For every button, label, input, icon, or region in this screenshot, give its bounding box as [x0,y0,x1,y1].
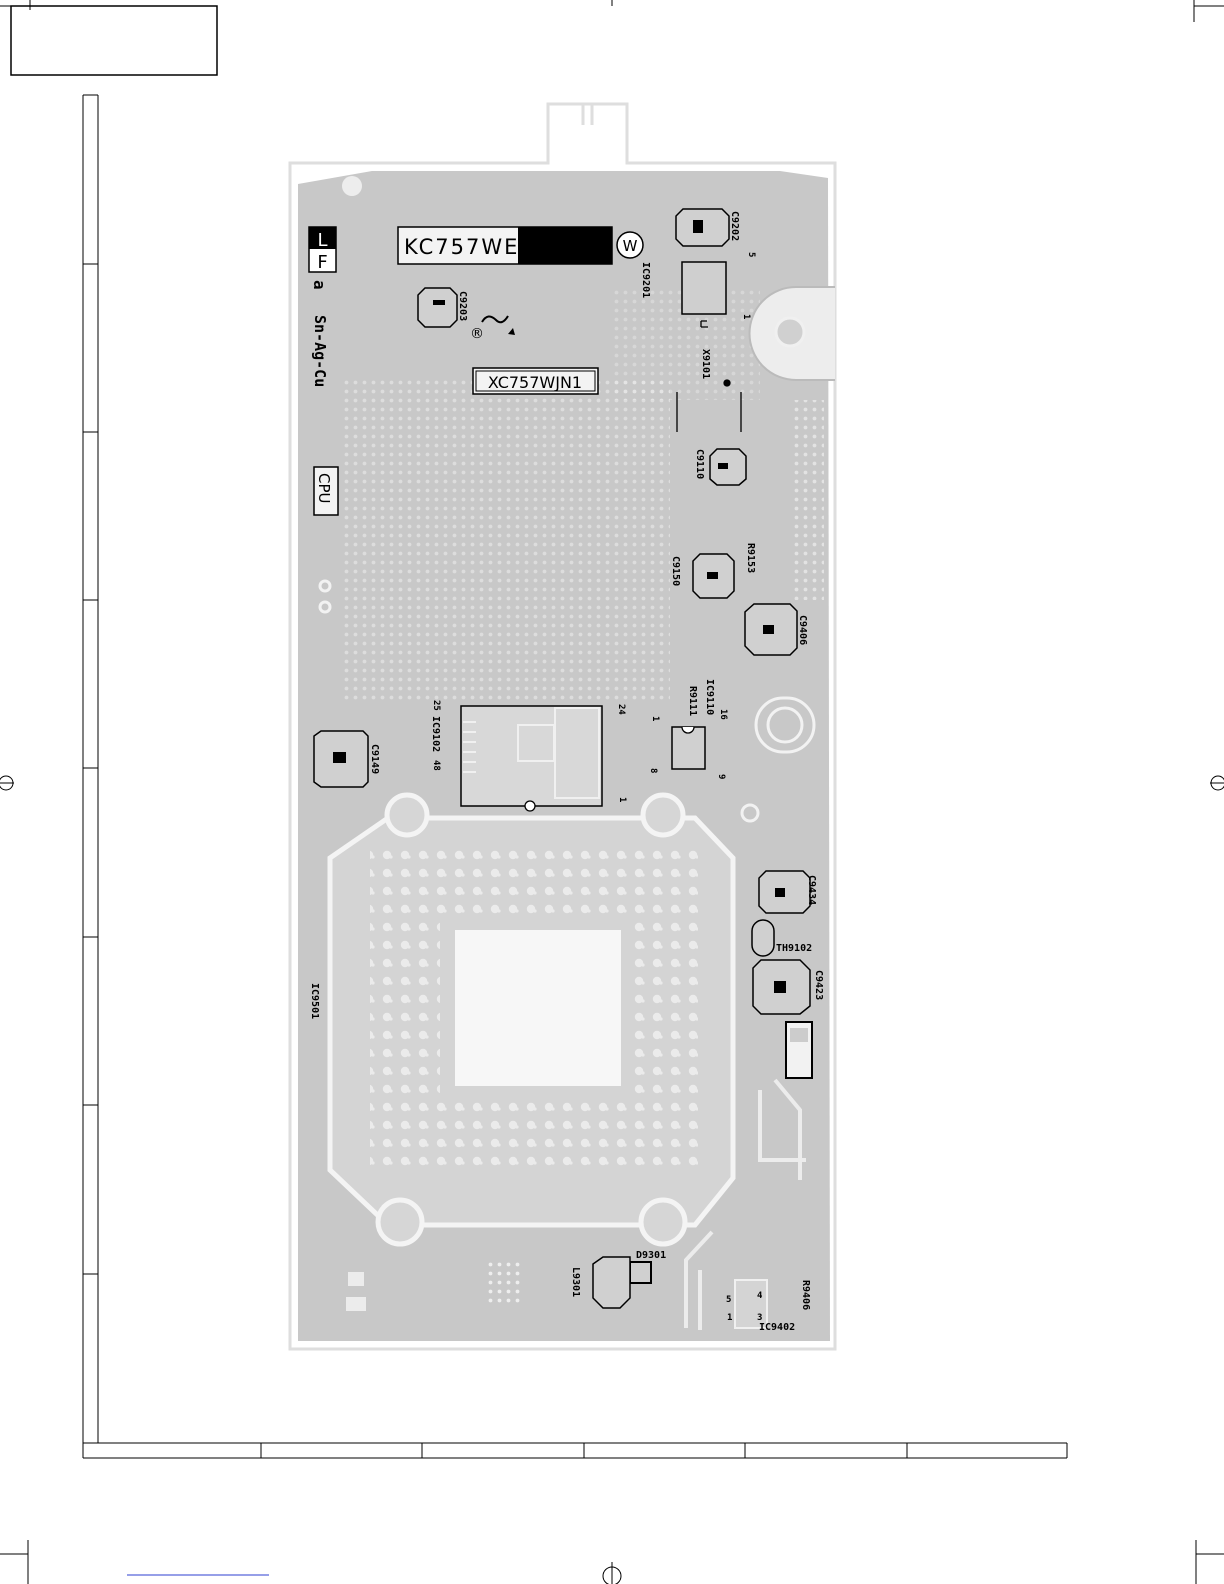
label-c9203: C9203 [457,291,468,321]
solder-alloy-label: Sn-Ag-Cu [311,315,329,387]
label-c9149: C9149 [369,744,380,774]
pin-ic9110-1: 1 [650,716,660,721]
label-r9153: R9153 [745,543,756,573]
label-c9423: C9423 [813,970,824,1000]
ic9102-package [461,706,602,806]
title-block [11,6,217,75]
pin-ic9110-9: 9 [716,774,726,779]
label-ic9110: IC9110 [704,679,715,715]
label-ic9102: IC9102 [430,716,441,752]
pin-ic9102-1: 1 [617,797,627,802]
pin-ic9102-24: 24 [616,704,626,715]
pin-ic9201-5: 5 [746,252,756,257]
lf-letter-l: L [317,230,327,251]
label-ic9402: IC9402 [759,1322,795,1333]
vertical-ruler [83,95,98,1458]
pin-ic9402-1: 1 [727,1313,732,1323]
horizontal-ruler [83,1443,1067,1458]
d9301-outline [630,1262,651,1283]
pin-ic9110-16: 16 [718,709,728,720]
label-c9150: C9150 [670,556,681,586]
pin-ic9402-4: 4 [757,1291,763,1301]
label-r9406: R9406 [800,1280,811,1310]
lf-letter-f: F [317,252,327,273]
label-r9111: R9111 [687,686,698,716]
pin-ic9110-8: 8 [648,768,658,773]
c9203-outline [418,288,457,327]
pin-ic9102-25: 25 [431,700,441,711]
block-name-label: CPU [315,473,333,504]
pin-ic9402-5: 5 [726,1295,731,1305]
pin-ic9102-48: 48 [431,760,441,771]
ic9201-package [682,262,726,314]
label-l9301: L9301 [570,1267,581,1297]
label-ic9501: IC9501 [309,983,320,1019]
l9301-outline [593,1257,630,1308]
pwb-number-label: KC757WE [404,235,519,259]
lead-free-mark: a [310,280,329,290]
label-x9101: X9101 [700,349,711,379]
label-c9434: C9434 [806,875,817,905]
th9102-outline [752,920,774,956]
label-th9102: TH9102 [776,943,812,954]
label-c9406: C9406 [797,615,808,645]
pwb-variant-mark: W [623,237,638,255]
unit-number-label: XC757WJN1 [488,373,582,392]
label-c9202: C9202 [729,211,740,241]
pin-ic9201-1: 1 [741,314,751,319]
via-field [340,380,670,700]
ul-mark: ® [470,326,484,342]
pin-ic9402-3: 3 [757,1313,762,1323]
label-c9110: C9110 [694,449,705,479]
label-d9301: D9301 [636,1250,666,1261]
label-ic9201: IC9201 [640,262,651,298]
